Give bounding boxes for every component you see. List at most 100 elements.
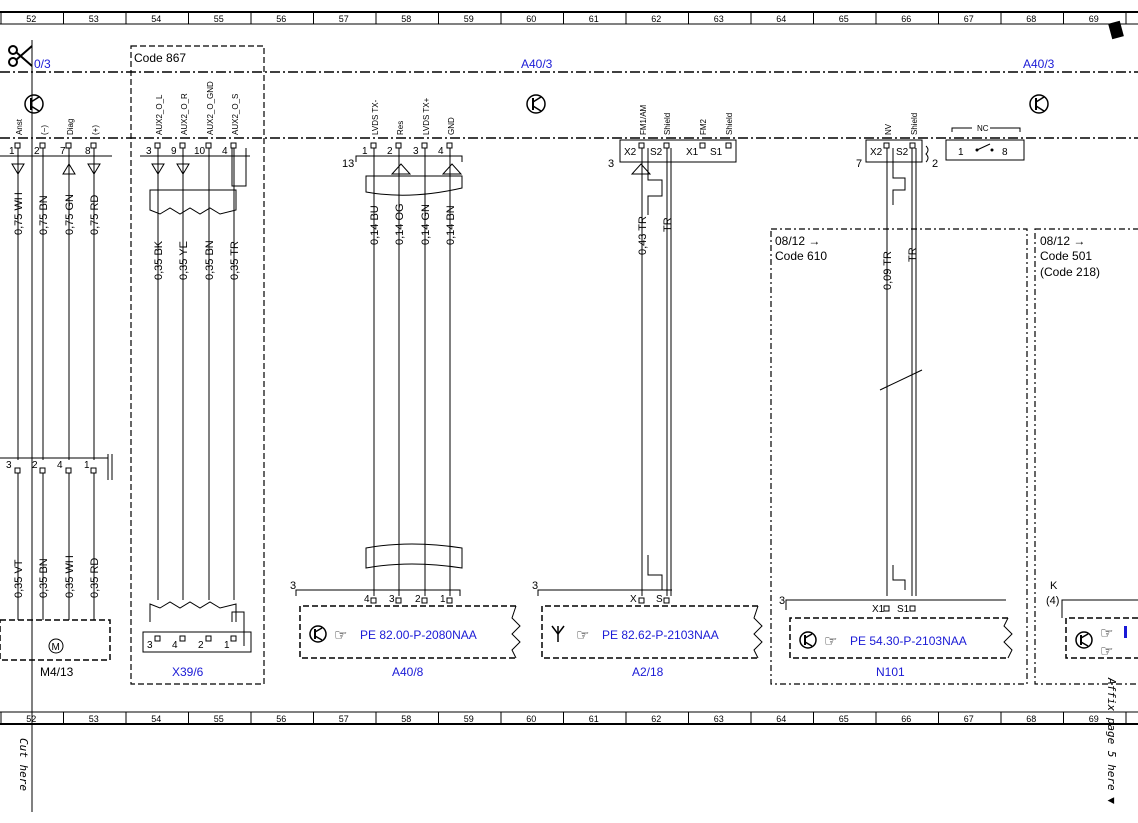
wire-label: 0,35 BN: [204, 240, 216, 280]
switch-number: 8: [1002, 147, 1008, 158]
top-ruler-number: 62: [651, 14, 661, 24]
connector-nv: NV Shield X2 S2 7 2 NC 1 8 0,09 TR TR 3 …: [779, 113, 1025, 679]
bus-label-center: A40/3: [521, 57, 553, 71]
device-label: A40/8: [392, 665, 424, 679]
bottom-ruler-number: 52: [26, 714, 36, 724]
top-ruler-number: 64: [776, 14, 786, 24]
pin-number: 3: [146, 146, 152, 157]
pin-label: AUX2_O_GND: [206, 81, 215, 135]
pin-id: S1: [710, 147, 723, 158]
top-ruler-number: 53: [89, 14, 99, 24]
top-ruler-number: 60: [526, 14, 536, 24]
pin-label: LVDS TX-: [371, 99, 380, 135]
wire-label: 0,75 RD: [89, 195, 101, 235]
transistor-icon: [24, 94, 44, 114]
pin-label: AUX2_O_L: [155, 94, 164, 135]
pin-label: Shield: [725, 113, 734, 135]
reference-link[interactable]: PE 82.62-P-2103NAA: [602, 628, 719, 642]
pointing-hand-icon: ☞: [1100, 625, 1113, 642]
plug-number: 4: [172, 640, 178, 651]
code-218-label: (Code 218): [1040, 265, 1100, 279]
pin-id: X2: [624, 147, 637, 158]
device-label: M4/13: [40, 665, 74, 679]
pin-label: (−): [40, 125, 49, 135]
top-ruler-number: 57: [339, 14, 349, 24]
switch-number: 1: [958, 147, 964, 158]
right-partial-device: K (4) ☞ ☞: [1046, 580, 1138, 660]
code-610-label: Code 610: [775, 249, 827, 263]
pin-label: LVDS TX+: [422, 97, 431, 135]
transistor-icon: [799, 631, 817, 649]
code-867-label: Code 867: [134, 51, 186, 65]
wire-label: 0,35 WH: [64, 555, 76, 598]
switch-label: NC: [977, 124, 989, 133]
bus-label-left: 0/3: [34, 57, 51, 71]
pin-label: AUX2_O_R: [180, 93, 189, 135]
pointing-hand-icon: ☞: [1100, 643, 1113, 660]
top-ruler-number: 55: [214, 14, 224, 24]
wire-label: 0,75 BN: [38, 195, 50, 235]
connector-fm: FM1/AM Shield FM2 Shield X2 S2 X1 S1 3 0…: [532, 104, 763, 679]
bottom-ruler-number: 60: [526, 714, 536, 724]
lead-number: 7: [856, 158, 862, 170]
pin-id: X1: [686, 147, 699, 158]
bus-label-right: A40/3: [1023, 57, 1055, 71]
top-ruler-number: 69: [1089, 14, 1099, 24]
bottom-ruler-number: 69: [1089, 714, 1099, 724]
wire-label: 0,14 GN: [420, 204, 432, 245]
pin-id: S2: [650, 147, 663, 158]
bottom-ruler-number: 63: [714, 714, 724, 724]
pin-number: 1: [9, 146, 15, 157]
wire-label: TR: [907, 247, 919, 262]
reference-link[interactable]: PE 82.00-P-2080NAA: [360, 628, 477, 642]
bottom-ruler-number: 68: [1026, 714, 1036, 724]
wire-label: 0,75 GN: [64, 194, 76, 235]
k-label: K: [1050, 580, 1058, 592]
bottom-ruler-number: 62: [651, 714, 661, 724]
pin-label: NV: [884, 123, 893, 135]
top-ruler-number: 54: [151, 14, 161, 24]
pin-label: Shield: [910, 113, 919, 135]
reference-link[interactable]: PE 54.30-P-2103NAA: [850, 634, 967, 648]
lead-number: 3: [532, 580, 538, 592]
code-610-date: 08/12 →: [775, 234, 820, 248]
bottom-ruler-number: 56: [276, 714, 286, 724]
cut-here-label: Cut here: [17, 738, 30, 791]
pin-id: S2: [896, 147, 909, 158]
wire-label: 0,09 TR: [882, 251, 894, 290]
pin-number: 1: [362, 146, 368, 157]
code-501-date: 08/12 →: [1040, 234, 1085, 248]
affix-page-label: Affix page 5 here ▼: [1105, 677, 1118, 804]
plug-x39-6-box: [142, 631, 252, 653]
wire-label: 0,14 BN: [445, 205, 457, 245]
wire-label: 0,35 VT: [13, 559, 25, 598]
lead-number: 3: [290, 580, 296, 592]
device-m4-13-box: [0, 619, 111, 661]
wire-label: 0,14 OG: [394, 203, 406, 245]
connector-lvds: LVDS TX- Res LVDS TX+ GND 1 2 3 4 13 0,1…: [290, 97, 521, 679]
pin-id: X1: [872, 604, 885, 615]
pin-label: Anst: [15, 118, 24, 135]
wire-label: 0,14 BU: [369, 205, 381, 245]
pointing-hand-icon: ☞: [334, 627, 347, 644]
pin-id: X: [630, 594, 637, 605]
top-ruler-number: 52: [26, 14, 36, 24]
k4-label: (4): [1046, 595, 1059, 607]
top-ruler-number: 56: [276, 14, 286, 24]
plug-number: 3: [6, 460, 12, 471]
lead-number: 2: [932, 158, 938, 170]
code-501-label: Code 501: [1040, 249, 1092, 263]
device-label: A2/18: [632, 665, 664, 679]
pointing-hand-icon: ☞: [824, 633, 837, 650]
pin-number: 4: [222, 146, 228, 157]
motor-icon: M: [48, 638, 64, 654]
plug-number: 2: [32, 460, 38, 471]
top-ruler-number: 66: [901, 14, 911, 24]
pin-number: 10: [194, 146, 206, 157]
wire-label: TR: [662, 217, 674, 232]
top-ruler-number: 58: [401, 14, 411, 24]
lead-number: 3: [779, 595, 785, 607]
bottom-ruler-number: 64: [776, 714, 786, 724]
top-ruler-number: 63: [714, 14, 724, 24]
